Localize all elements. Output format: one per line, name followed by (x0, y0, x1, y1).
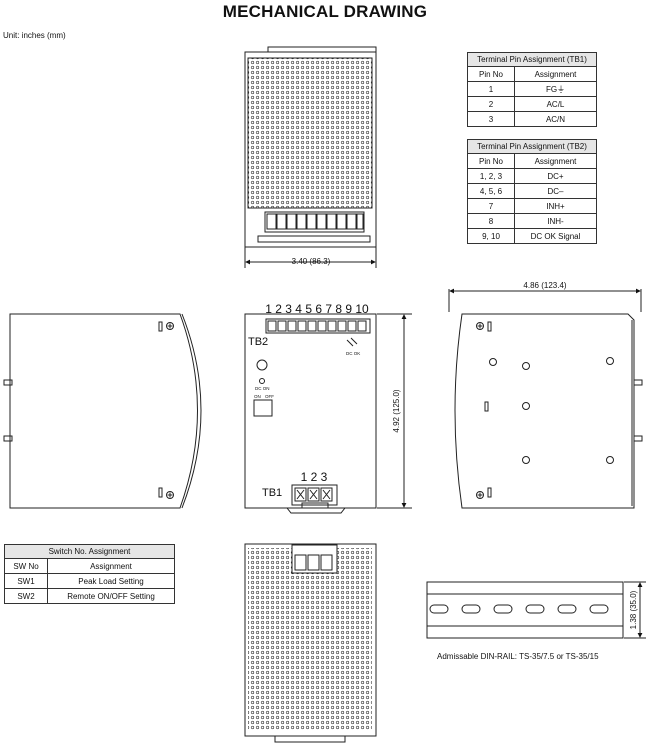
table-cell: INH- (514, 213, 597, 229)
tb1-caption: Terminal Pin Assignment (TB1) (467, 52, 597, 67)
din-rail-caption: Admissable DIN-RAIL: TS-35/7.5 or TS-35/… (437, 652, 599, 661)
tb2-terminal-block (265, 318, 371, 334)
table-cell: SW1 (4, 573, 48, 589)
table-cell: Remote ON/OFF Setting (47, 588, 175, 604)
table-cell: 2 (467, 96, 515, 112)
din-rail (426, 581, 646, 639)
table-row: 9, 10 DC OK Signal (467, 228, 597, 244)
table-row: 2 AC/L (467, 96, 597, 112)
table-row: 1, 2, 3 DC+ (467, 168, 597, 184)
table-header: Assignment (514, 153, 597, 169)
dc-on-label: DC ON (255, 386, 270, 391)
depth-dimension: 4.86 (123.4) (523, 281, 566, 290)
rail-height-dimension: 1.38 (35.0) (629, 590, 638, 629)
table-cell: 8 (467, 213, 515, 229)
table-header: Assignment (47, 558, 175, 574)
voltage-adjust-icon (256, 359, 268, 371)
tb1-label: TB1 (262, 487, 282, 499)
dip-switch-icon (253, 399, 273, 417)
left-side-view (3, 313, 202, 509)
table-cell: DC OK Signal (514, 228, 597, 244)
dc-on-led-icon (259, 378, 265, 384)
front-view (244, 313, 412, 514)
table-header: Pin No (467, 153, 515, 169)
table-cell: 7 (467, 198, 515, 214)
bottom-view (244, 543, 377, 743)
table-row: 1 FG⏚ (467, 81, 597, 97)
unit-note: Unit: inches (mm) (3, 31, 66, 40)
table-header: SW No (4, 558, 48, 574)
table-row: 3 AC/N (467, 111, 597, 127)
table-cell: Peak Load Setting (47, 573, 175, 589)
dc-ok-label: DC OK (346, 351, 360, 356)
table-cell: AC/L (514, 96, 597, 112)
table-cell: 3 (467, 111, 515, 127)
table-cell: 1 (467, 81, 515, 97)
table-row: 8 INH- (467, 213, 597, 229)
tb2-table: Terminal Pin Assignment (TB2) Pin No Ass… (467, 139, 597, 244)
tb2-pin-numbers: 1 2 3 4 5 6 7 8 9 10 (265, 302, 369, 316)
table-cell: DC– (514, 183, 597, 199)
tb1-terminal-block (286, 484, 346, 514)
switch-off-label: OFF (265, 394, 274, 399)
tb2-label: TB2 (248, 336, 268, 348)
table-header: Assignment (514, 66, 597, 82)
table-header: Pin No (467, 66, 515, 82)
table-row: SW2 Remote ON/OFF Setting (4, 588, 175, 604)
tb1-pin-numbers: 1 2 3 (301, 470, 328, 484)
switch-table: Switch No. Assignment SW No Assignment S… (4, 544, 175, 604)
table-row: 7 INH+ (467, 198, 597, 214)
table-cell: SW2 (4, 588, 48, 604)
height-dimension: 4.92 (125.0) (392, 389, 401, 432)
tb1-table: Terminal Pin Assignment (TB1) Pin No Ass… (467, 52, 597, 127)
page-title: MECHANICAL DRAWING (222, 2, 428, 21)
table-cell: 4, 5, 6 (467, 183, 515, 199)
table-cell: FG⏚ (514, 81, 597, 97)
table-row: 4, 5, 6 DC– (467, 183, 597, 199)
switch-on-label: ON (254, 394, 261, 399)
table-row: SW1 Peak Load Setting (4, 573, 175, 589)
tb2-caption: Terminal Pin Assignment (TB2) (467, 139, 597, 154)
width-dimension: 3.40 (86.3) (292, 257, 331, 266)
right-side-view (448, 288, 643, 509)
top-terminal-block (266, 213, 364, 230)
table-cell: 1, 2, 3 (467, 168, 515, 184)
switch-caption: Switch No. Assignment (4, 544, 175, 559)
dc-ok-led-icon (346, 337, 358, 347)
top-view (244, 46, 377, 268)
table-cell: AC/N (514, 111, 597, 127)
table-cell: INH+ (514, 198, 597, 214)
table-cell: DC+ (514, 168, 597, 184)
table-cell: 9, 10 (467, 228, 515, 244)
